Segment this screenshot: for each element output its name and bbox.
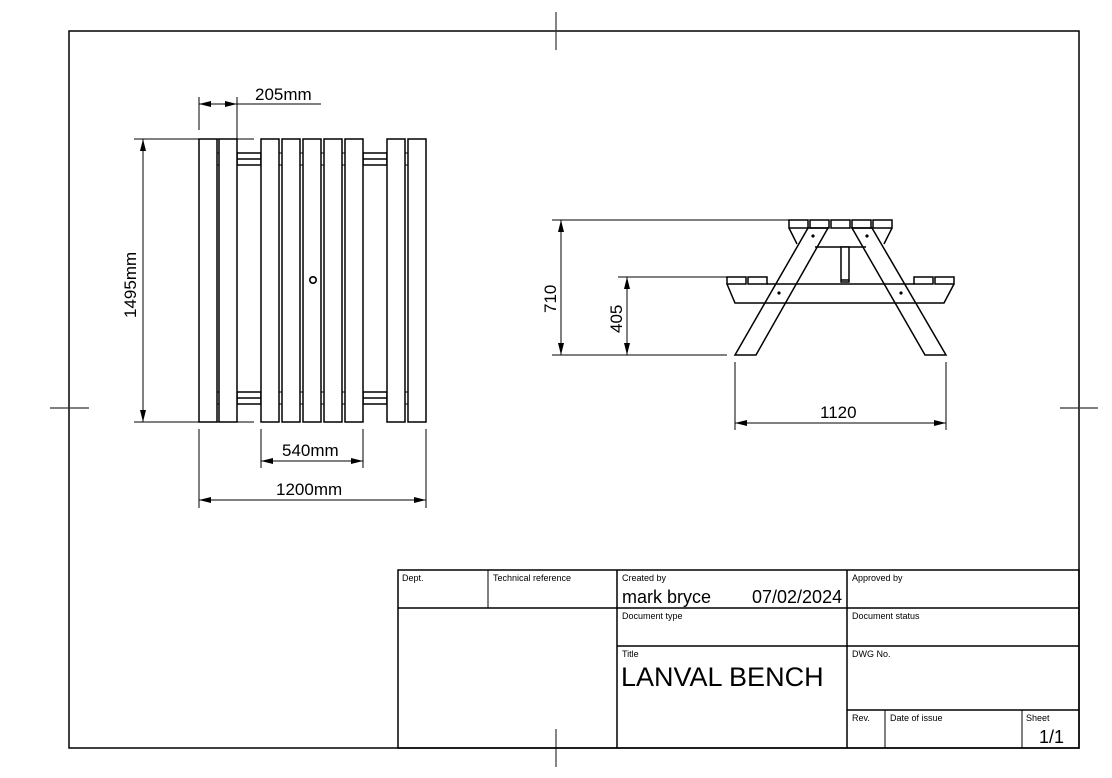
centre-post xyxy=(840,246,850,283)
dim-length: 1495mm xyxy=(121,252,140,318)
dim-overall-length: 1120 xyxy=(820,403,857,422)
dim-seat-height: 405 xyxy=(607,305,626,333)
dim-center-span: 540mm xyxy=(282,441,339,460)
side-view xyxy=(726,219,955,356)
sheet-label: Sheet xyxy=(1026,713,1050,723)
side-view-dimensions xyxy=(552,219,947,430)
left-leg xyxy=(733,227,830,356)
side-view-table-slats xyxy=(788,219,893,229)
dept-label: Dept. xyxy=(402,573,424,583)
dim-table-height: 710 xyxy=(541,285,560,313)
created-by-label: Created by xyxy=(622,573,667,583)
center-marks xyxy=(50,12,1098,767)
side-view-seat-slats xyxy=(726,276,955,285)
seat-bearer xyxy=(726,283,955,304)
created-by-value: mark bryce xyxy=(622,587,712,607)
dim-overall-width: 1200mm xyxy=(276,480,342,499)
approved-by-label: Approved by xyxy=(852,573,903,583)
document-type-label: Document type xyxy=(622,611,683,621)
sheet-value: 1/1 xyxy=(1039,727,1065,747)
document-status-label: Document status xyxy=(852,611,920,621)
date-of-issue-label: Date of issue xyxy=(890,713,943,723)
drawing-title: LANVAL BENCH xyxy=(621,662,824,692)
dim-plank-width: 205mm xyxy=(255,85,312,104)
created-date: 07/02/2024 xyxy=(752,587,843,607)
right-leg xyxy=(850,227,948,356)
title-block: Dept. Technical reference Created by mar… xyxy=(398,570,1079,748)
technical-reference-label: Technical reference xyxy=(493,573,572,583)
top-view-batten-ticks xyxy=(217,152,408,405)
title-block-grid xyxy=(397,569,1080,749)
top-view-planks xyxy=(198,138,427,423)
title-label: Title xyxy=(622,649,639,659)
rev-label: Rev. xyxy=(852,713,870,723)
top-view xyxy=(198,138,427,423)
umbrella-hole xyxy=(308,275,317,284)
dwg-no-label: DWG No. xyxy=(852,649,891,659)
top-view-dimensions xyxy=(134,97,427,508)
